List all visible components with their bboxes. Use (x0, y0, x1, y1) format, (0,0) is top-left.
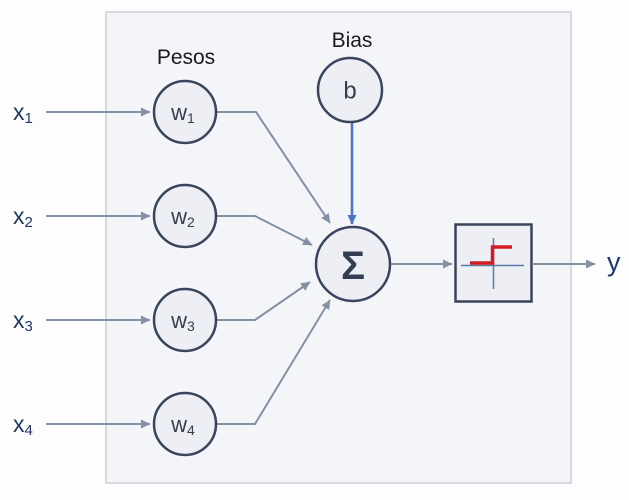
sum-node: Σ (314, 225, 392, 303)
weight-wire-w3-to-sum (217, 281, 311, 321)
output-label: y (607, 247, 621, 277)
weight-node-w1-sub: 1 (187, 110, 195, 126)
weight-node-w4-label: w4 (170, 412, 195, 439)
weight-node-w3-sub: 3 (187, 318, 195, 334)
weight-node-w4-base: w (170, 412, 187, 437)
input-label-x3-base: x (13, 307, 25, 333)
weight-node-w1-circle (152, 79, 218, 145)
bias-node-label: b (343, 78, 356, 105)
weight-node-w3: w3 (152, 287, 218, 353)
weight-node-w2-circle (152, 183, 218, 249)
bias-node: b (316, 56, 384, 124)
weight-wire-w1-to-sum (217, 111, 331, 224)
input-label-x3: x3 (13, 307, 33, 335)
input-label-x1-sub: 1 (25, 110, 33, 127)
input-label-x2-base: x (13, 203, 25, 229)
input-label-x2: x2 (13, 203, 33, 231)
weight-node-w2: w2 (152, 183, 218, 249)
weights-title: Pesos (157, 46, 215, 69)
input-label-x4-sub: 4 (25, 422, 33, 439)
input-label-x1-base: x (13, 99, 25, 125)
step-function-icon (461, 238, 524, 289)
weight-node-w3-circle (152, 287, 218, 353)
input-label-x1: x1 (13, 99, 33, 127)
weight-node-w2-base: w (170, 204, 187, 229)
input-label-x4: x4 (13, 411, 33, 439)
sum-node-circle (314, 225, 392, 303)
weight-node-w2-sub: 2 (187, 214, 195, 230)
weight-node-w3-base: w (170, 308, 187, 333)
bias-title: Bias (332, 29, 373, 52)
input-label-x4-base: x (13, 411, 25, 437)
weight-node-w4: w4 (152, 391, 218, 457)
weight-wire-w4-to-sum (217, 299, 331, 425)
weight-node-w4-sub: 4 (187, 422, 195, 438)
input-label-x2-sub: 2 (25, 214, 33, 231)
weight-node-w3-label: w3 (170, 308, 195, 335)
weight-node-w1: w1 (152, 79, 218, 145)
activation-box (454, 223, 533, 303)
weight-node-w2-label: w2 (170, 204, 195, 231)
weight-wire-w2-to-sum (217, 215, 313, 246)
input-label-x3-sub: 3 (25, 318, 33, 335)
weight-node-w1-base: w (170, 100, 187, 125)
weight-node-w4-circle (152, 391, 218, 457)
weight-node-w1-label: w1 (170, 100, 195, 127)
sum-node-label: Σ (341, 244, 365, 288)
step-function-curve (470, 245, 512, 265)
bias-node-circle (316, 56, 384, 124)
